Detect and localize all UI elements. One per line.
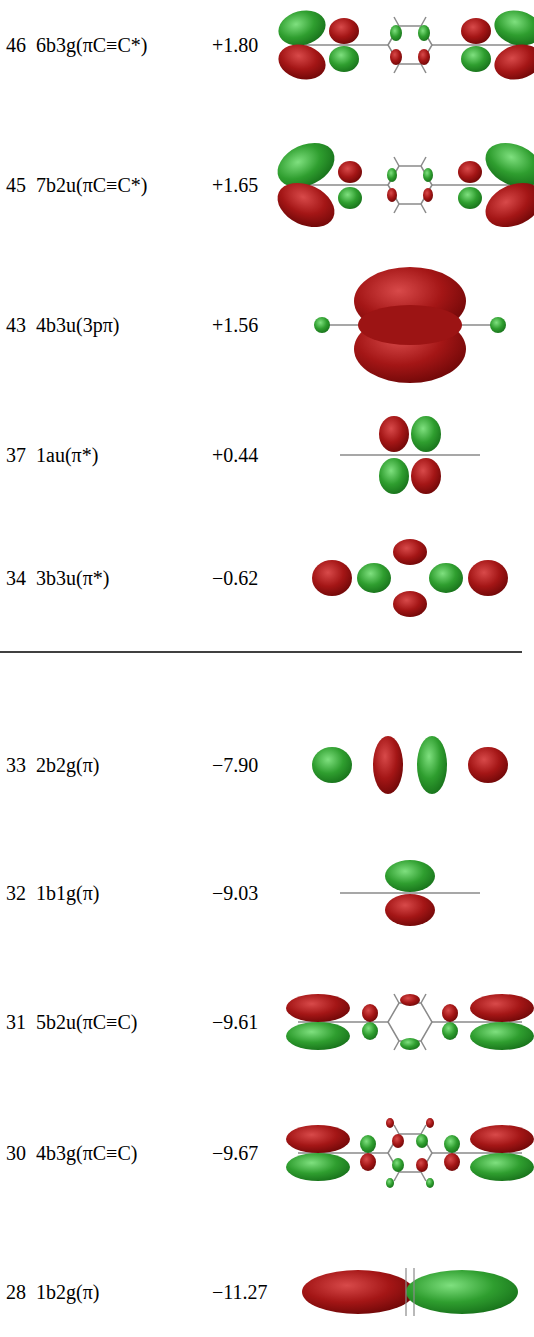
row-text: 1b2g(π) (36, 1280, 99, 1304)
row-text: 3b3u(π*) (36, 566, 109, 590)
row-text: 4b3u(3pπ) (36, 313, 119, 337)
symmetry-label: 3b3u(π*) (36, 566, 109, 590)
row-text: 2b2g(π) (36, 753, 99, 777)
energy-value: −9.03 (212, 881, 258, 905)
orbital-number: 31 (6, 1010, 26, 1034)
energy-value: −11.27 (212, 1280, 268, 1304)
row-text: 1b1g(π) (36, 881, 99, 905)
symmetry-label: 7b2u(πC≡C*) (36, 173, 147, 197)
orbital-number: 28 (6, 1280, 26, 1304)
orbital-number: 30 (6, 1141, 26, 1165)
row-text: 32 (6, 881, 26, 905)
orbital-number: 33 (6, 753, 26, 777)
energy-value: +1.56 (212, 313, 258, 337)
row-text: 30 (6, 1141, 26, 1165)
row-text: 28 (6, 1280, 26, 1304)
orbital-32 (340, 860, 480, 926)
row-text: +1.56 (212, 313, 258, 337)
symmetry-label: 1au(π*) (36, 443, 98, 467)
symmetry-label: 5b2u(πC≡C) (36, 1010, 137, 1034)
energy-value: −9.67 (212, 1141, 258, 1165)
row-text: −9.61 (212, 1010, 258, 1034)
row-text: −9.03 (212, 881, 258, 905)
symmetry-label: 4b3u(3pπ) (36, 313, 119, 337)
symmetry-label: 4b3g(πC≡C) (36, 1141, 137, 1165)
orbital-30 (286, 1118, 534, 1188)
row-text: −11.27 (212, 1280, 268, 1304)
orbital-37 (340, 416, 480, 494)
orbital-28 (302, 1268, 518, 1316)
row-text: 6b3g(πC≡C*) (36, 33, 147, 57)
row-text: 5b2u(πC≡C) (36, 1010, 137, 1034)
energy-value: −9.61 (212, 1010, 258, 1034)
orbital-number: 34 (6, 566, 26, 590)
homo-lumo-divider (0, 651, 522, 653)
energy-value: −7.90 (212, 753, 258, 777)
orbital-34 (312, 539, 508, 617)
row-text: 43 (6, 313, 26, 337)
orbital-number: 32 (6, 881, 26, 905)
row-text: 31 (6, 1010, 26, 1034)
symmetry-label: 6b3g(πC≡C*) (36, 33, 147, 57)
row-text: 33 (6, 753, 26, 777)
orbital-number: 45 (6, 173, 26, 197)
orbital-number: 37 (6, 443, 26, 467)
row-text: +1.65 (212, 173, 258, 197)
row-text: 34 (6, 566, 26, 590)
orbital-45 (270, 134, 534, 236)
row-text: +1.80 (212, 33, 258, 57)
row-text: 4b3g(πC≡C) (36, 1141, 137, 1165)
energy-value: −0.62 (212, 566, 258, 590)
orbital-33 (312, 736, 508, 794)
energy-value: +1.80 (212, 33, 258, 57)
orbital-46 (274, 5, 534, 84)
row-text: 45 (6, 173, 26, 197)
symmetry-label: 1b1g(π) (36, 881, 99, 905)
row-text: +0.44 (212, 443, 258, 467)
symmetry-label: 1b2g(π) (36, 1280, 99, 1304)
symmetry-label: 2b2g(π) (36, 753, 99, 777)
orbital-43 (314, 267, 506, 383)
row-text: 7b2u(πC≡C*) (36, 173, 147, 197)
row-text: 46 (6, 33, 26, 57)
orbital-number: 46 (6, 33, 26, 57)
energy-value: +1.65 (212, 173, 258, 197)
row-text: 37 (6, 443, 26, 467)
row-text: 1au(π*) (36, 443, 98, 467)
energy-value: +0.44 (212, 443, 258, 467)
row-text: −7.90 (212, 753, 258, 777)
row-text: −9.67 (212, 1141, 258, 1165)
orbital-number: 43 (6, 313, 26, 337)
orbital-31 (286, 994, 534, 1050)
row-text: −0.62 (212, 566, 258, 590)
